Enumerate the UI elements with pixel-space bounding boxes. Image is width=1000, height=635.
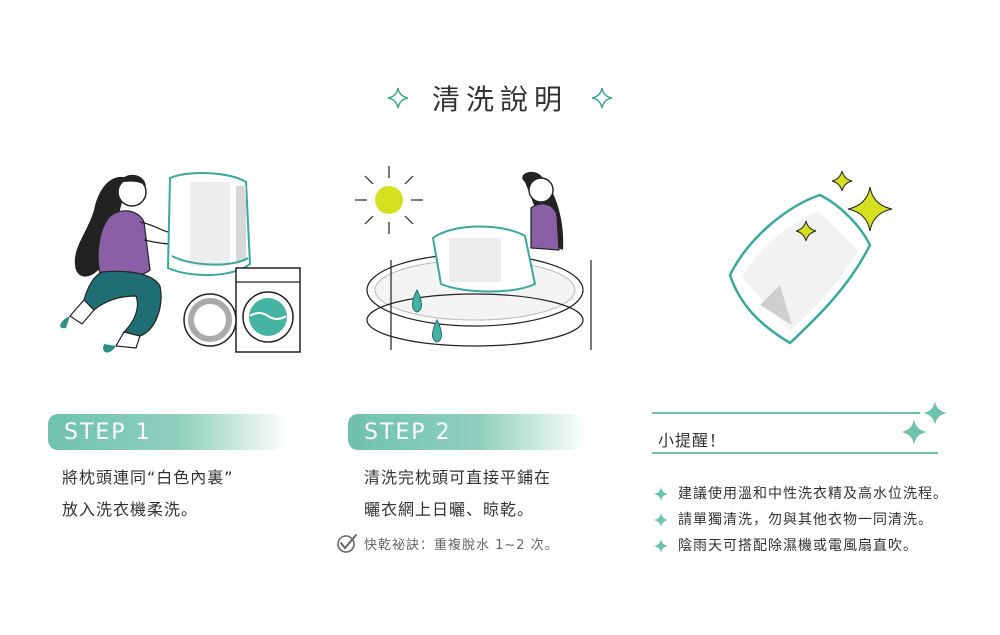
quick-dry-tip: 快乾祕訣：重複脫水 1~2 次。 <box>336 532 606 554</box>
step2-illustration <box>355 166 592 350</box>
sparkle-icon <box>901 419 927 445</box>
woman-pants <box>83 270 162 337</box>
sparkle-icon <box>847 186 893 232</box>
sparkle-icon <box>795 220 817 242</box>
woman-shirt <box>97 210 151 279</box>
woman-head <box>528 177 554 203</box>
sparkle-icon <box>654 487 668 501</box>
step1-line-2: 放入洗衣機柔洗。 <box>62 500 199 519</box>
sun-icon <box>355 166 423 234</box>
step1-label-text: STEP 1 <box>64 419 152 445</box>
step2-description: 清洗完枕頭可直接平鋪在 曬衣網上日曬、晾乾。 <box>364 462 624 526</box>
list-item: 請單獨清洗，勿與其他衣物一同清洗。 <box>654 507 994 533</box>
step2-line-1: 清洗完枕頭可直接平鋪在 <box>364 468 552 487</box>
reminder-item-text: 陰雨天可搭配除濕機或電風扇直吹。 <box>678 538 918 554</box>
reminder-list: 建議使用溫和中性洗衣精及高水位洗程。 請單獨清洗，勿與其他衣物一同清洗。 陰雨天… <box>654 481 994 559</box>
list-item: 陰雨天可搭配除濕機或電風扇直吹。 <box>654 533 994 559</box>
step1-label: STEP 1 <box>48 414 288 450</box>
step2-label-text: STEP 2 <box>364 419 452 445</box>
sparkle-icon <box>387 87 409 109</box>
tip-text: 快乾祕訣：重複脫水 1~2 次。 <box>364 537 559 553</box>
reminder-top-line <box>652 412 920 414</box>
woman-shirt <box>530 203 560 251</box>
reminder-bottom-line <box>652 452 938 454</box>
sparkle-icon <box>654 539 668 553</box>
sparkle-icon <box>654 513 668 527</box>
reminder-title: 小提醒！ <box>658 431 727 450</box>
list-item: 建議使用溫和中性洗衣精及高水位洗程。 <box>654 481 994 507</box>
step2-line-2: 曬衣網上日曬、晾乾。 <box>364 500 535 519</box>
check-circle-icon <box>337 534 357 553</box>
title-text: 清洗說明 <box>431 83 568 116</box>
step3-illustration <box>728 170 893 345</box>
water-drop-icon <box>432 318 442 343</box>
sparkle-icon <box>831 170 853 192</box>
water-drop-icon <box>412 288 422 313</box>
step1-description: 將枕頭連同“白色內裏” 放入洗衣機柔洗。 <box>62 462 322 526</box>
pillow-icon <box>728 193 872 345</box>
sparkle-icon <box>591 87 613 109</box>
step1-line-1: 將枕頭連同“白色內裏” <box>62 468 234 487</box>
pillow-icon <box>431 225 537 293</box>
sparkle-icon <box>923 401 947 425</box>
reminder-item-text: 請單獨清洗，勿與其他衣物一同清洗。 <box>678 512 933 528</box>
washing-machine-icon <box>183 267 301 353</box>
reminder-item-text: 建議使用溫和中性洗衣精及高水位洗程。 <box>678 486 948 502</box>
page-title: 清洗說明 <box>0 78 1000 118</box>
step1-illustration <box>60 172 301 353</box>
pillow-icon <box>166 172 252 276</box>
woman-hair <box>74 176 128 277</box>
step2-label: STEP 2 <box>348 414 588 450</box>
